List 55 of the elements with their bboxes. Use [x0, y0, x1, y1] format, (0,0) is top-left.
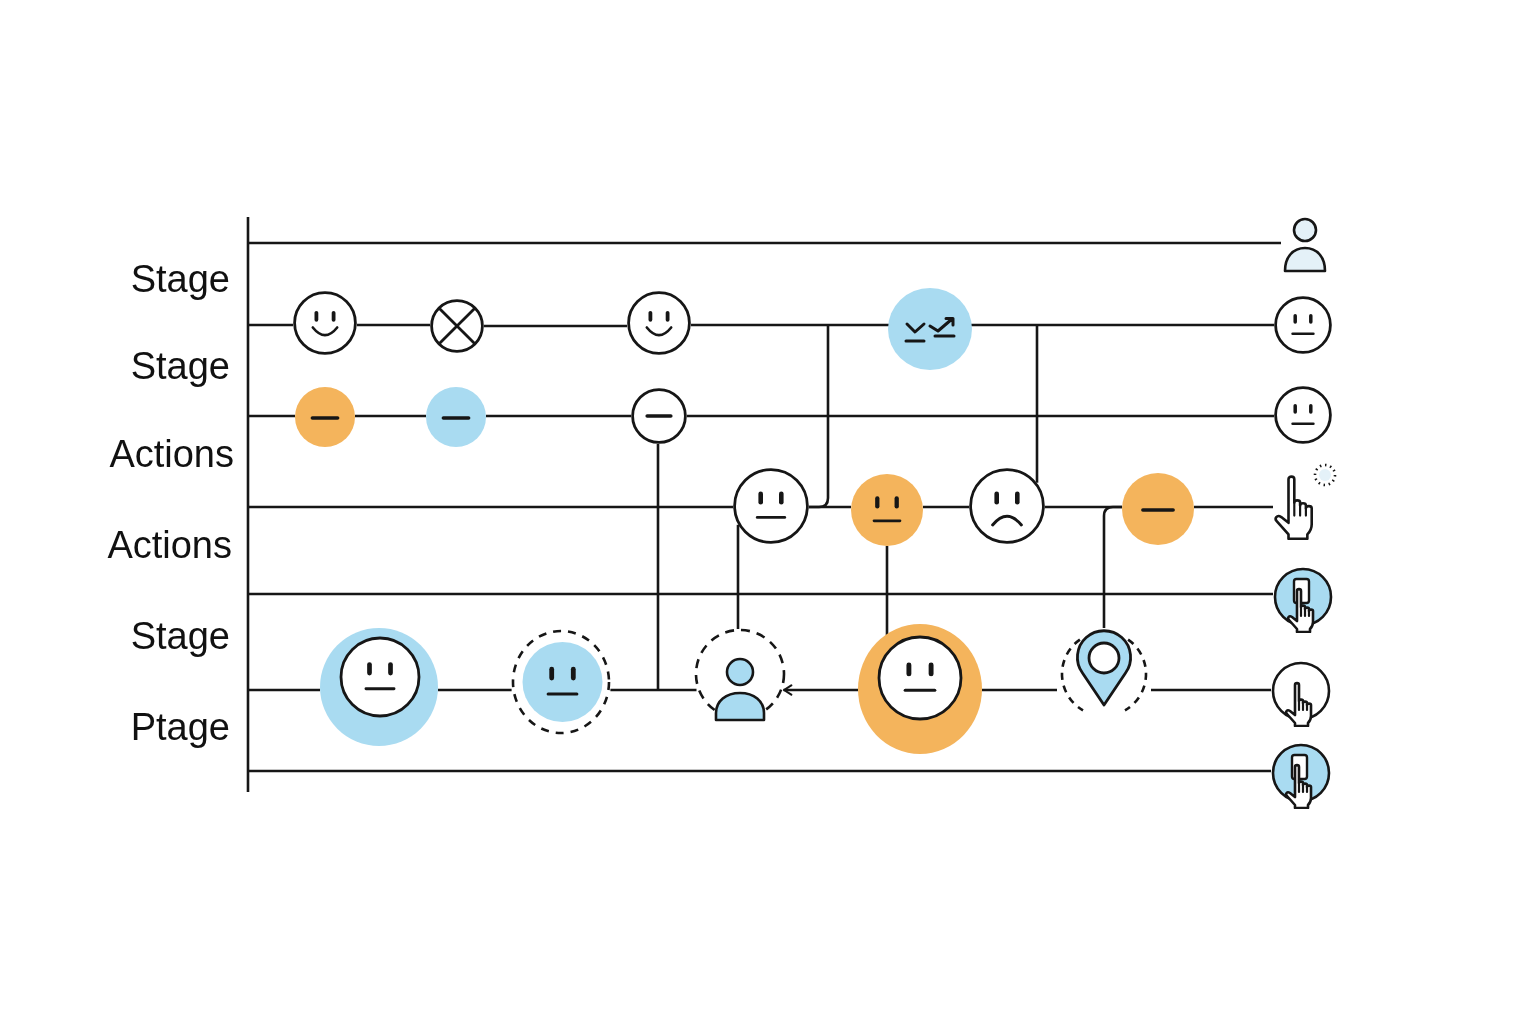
- connector-line: [249, 323, 294, 327]
- person-icon: [694, 628, 786, 722]
- person-icon: [1281, 217, 1329, 273]
- arrow: [783, 684, 858, 696]
- neutral-face-icon: [733, 468, 809, 544]
- neutral-face-icon: [858, 624, 982, 754]
- connector-line: [249, 241, 1281, 245]
- row-label: Stage: [130, 346, 230, 386]
- cross-circle-icon: [430, 299, 484, 353]
- pointing-hand-icon: [1273, 462, 1337, 540]
- row-label: Stage: [130, 616, 230, 656]
- trend-chart-icon: [888, 288, 972, 370]
- connector-line: [249, 505, 733, 509]
- minus-icon: [1122, 473, 1194, 545]
- connector-line: [356, 323, 430, 327]
- connector-line: [982, 688, 1057, 692]
- connector-line: [1193, 505, 1273, 509]
- connector-line: [486, 414, 631, 418]
- row-label: Actions: [107, 525, 232, 565]
- neutral-face-icon: [851, 474, 923, 546]
- neutral-face-icon: [320, 628, 438, 746]
- neutral-face-icon: [1274, 386, 1332, 444]
- connector-line: [249, 688, 321, 692]
- connector-line: [1151, 688, 1271, 692]
- connector-line: [484, 324, 628, 328]
- connector-line: [690, 323, 890, 327]
- connector-line: [656, 444, 660, 690]
- connector-line: [249, 414, 295, 418]
- smiley-face-icon: [627, 291, 691, 355]
- neutral-face-icon: [1274, 296, 1332, 354]
- connector-line: [437, 688, 512, 692]
- connector-line: [687, 414, 1274, 418]
- row-label: Stage: [130, 259, 230, 299]
- connector-line: [1035, 325, 1039, 483]
- pointing-hand-icon: [1271, 661, 1331, 727]
- row-label: Actions: [109, 434, 234, 474]
- neutral-face-icon: [511, 629, 611, 735]
- connector-line: [970, 323, 1274, 327]
- minus-icon: [426, 387, 486, 447]
- connector-line: [922, 505, 969, 509]
- connector-line: [736, 524, 740, 629]
- connector-line: [809, 325, 830, 509]
- row-label: Ptage: [130, 707, 230, 747]
- minus-icon: [295, 387, 355, 447]
- sad-face-icon: [969, 468, 1045, 544]
- tapping-hand-icon: [1271, 743, 1331, 809]
- connector-line: [249, 769, 1271, 773]
- tapping-hand-icon: [1273, 567, 1333, 633]
- smiley-face-icon: [293, 291, 357, 355]
- minus-icon: [631, 388, 687, 444]
- connector-line: [885, 546, 889, 637]
- connector-line: [249, 592, 1273, 596]
- connector-line: [610, 688, 697, 692]
- connector-line: [355, 414, 426, 418]
- connector-line: [1102, 505, 1123, 628]
